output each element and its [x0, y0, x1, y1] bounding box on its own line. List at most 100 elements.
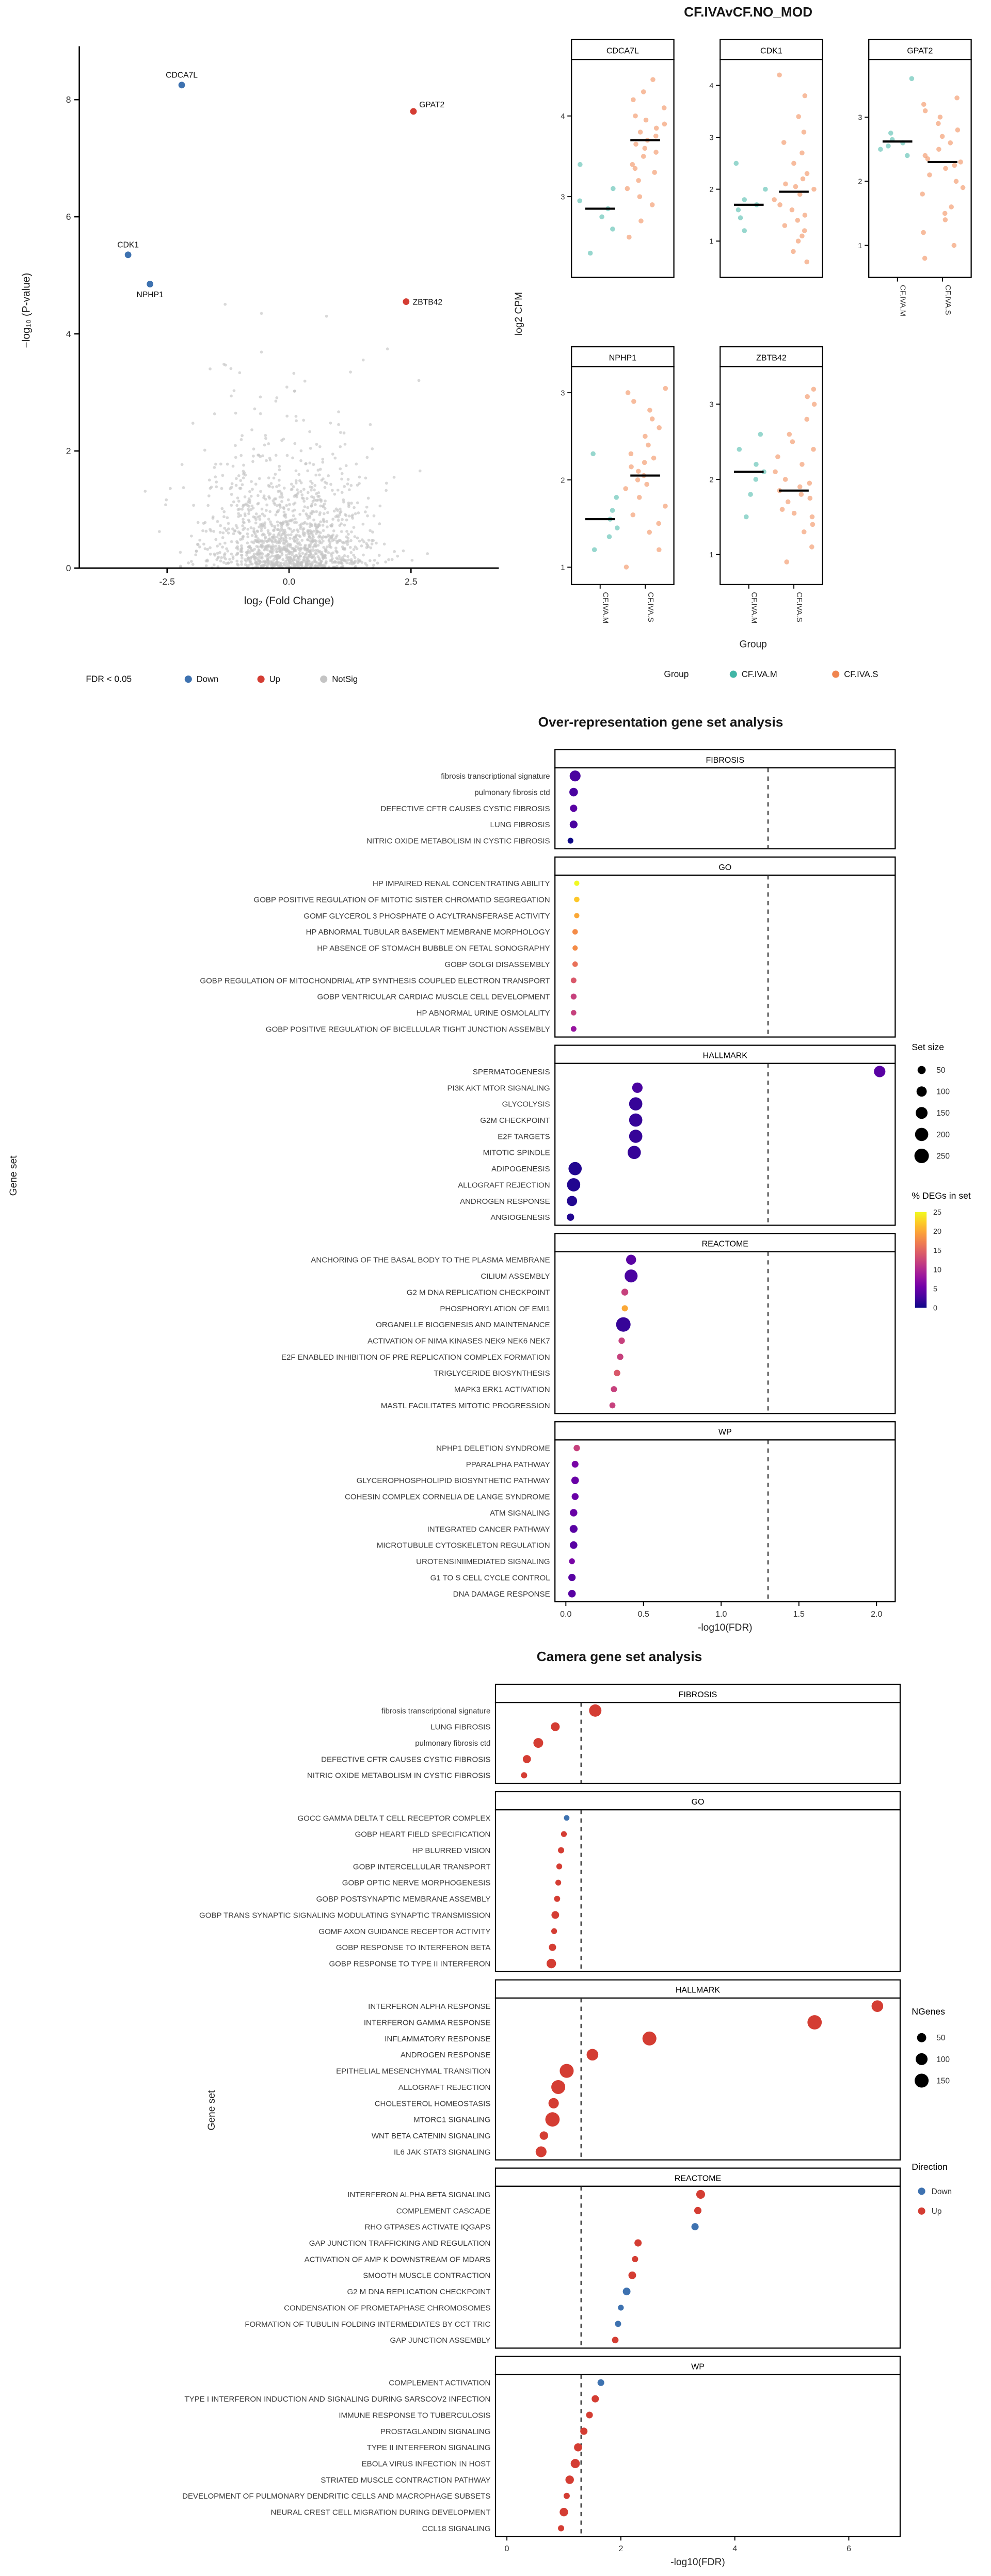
- svg-text:15: 15: [933, 1247, 941, 1255]
- geneset-dot: [560, 2507, 568, 2517]
- geneset-dot: [614, 1370, 620, 1377]
- svg-text:6: 6: [846, 2545, 851, 2553]
- svg-text:G1 TO S CELL CYCLE CONTROL: G1 TO S CELL CYCLE CONTROL: [430, 1573, 550, 1582]
- svg-text:GPAT2: GPAT2: [419, 101, 444, 109]
- geneset-dot: [569, 787, 578, 797]
- svg-text:log₂ (Fold Change): log₂ (Fold Change): [244, 595, 334, 607]
- svg-text:GOCC GAMMA DELTA T CELL RECEPT: GOCC GAMMA DELTA T CELL RECEPTOR COMPLEX: [297, 1814, 490, 1823]
- geneset-dot: [612, 2337, 619, 2344]
- svg-text:ZBTB42: ZBTB42: [413, 298, 442, 307]
- geneset-dot: [567, 838, 573, 844]
- svg-text:CF.IVA.S: CF.IVA.S: [844, 669, 878, 679]
- svg-text:ANDROGEN RESPONSE: ANDROGEN RESPONSE: [401, 2051, 491, 2059]
- svg-text:GOBP HEART FIELD SPECIFICATION: GOBP HEART FIELD SPECIFICATION: [355, 1830, 491, 1839]
- geneset-dot: [539, 2131, 548, 2140]
- legend-dot-Up: [257, 675, 265, 683]
- geneset-dot: [586, 2049, 599, 2061]
- svg-text:CDK1: CDK1: [117, 240, 139, 249]
- geneset-dot: [621, 1289, 629, 1296]
- ora-title: Over-representation gene set analysis: [538, 715, 784, 730]
- svg-text:Group: Group: [664, 669, 689, 679]
- geneset-dot: [570, 2459, 580, 2468]
- svg-text:MAPK3 ERK1 ACTIVATION: MAPK3 ERK1 ACTIVATION: [454, 1386, 550, 1394]
- svg-text:E2F TARGETS: E2F TARGETS: [498, 1132, 550, 1141]
- geneset-dot: [611, 1386, 617, 1393]
- geneset-dot: [563, 2492, 570, 2499]
- svg-text:COMPLEMENT ACTIVATION: COMPLEMENT ACTIVATION: [389, 2379, 490, 2388]
- geneset-dot: [522, 1755, 531, 1763]
- geneset-dot: [570, 1509, 578, 1517]
- geneset-dot: [616, 1317, 631, 1332]
- svg-text:FDR < 0.05: FDR < 0.05: [86, 674, 132, 684]
- legend-dot-Down: [918, 2187, 925, 2195]
- svg-text:CF.IVA.M: CF.IVA.M: [750, 592, 758, 623]
- svg-text:GOBP GOLGI DISASSEMBLY: GOBP GOLGI DISASSEMBLY: [444, 960, 550, 969]
- svg-text:100: 100: [936, 2055, 950, 2064]
- svg-text:GOBP RESPONSE TO TYPE II INTER: GOBP RESPONSE TO TYPE II INTERFERON: [329, 1960, 490, 1969]
- geneset-dot: [629, 1113, 643, 1127]
- svg-text:STRIATED MUSCLE CONTRACTION PA: STRIATED MUSCLE CONTRACTION PATHWAY: [321, 2476, 490, 2485]
- gene-point-CDK1: CDK1: [117, 240, 139, 259]
- svg-text:CHOLESTEROL HOMEOSTASIS: CHOLESTEROL HOMEOSTASIS: [375, 2099, 491, 2108]
- svg-text:ACTIVATION OF AMP K DOWNSTREAM: ACTIVATION OF AMP K DOWNSTREAM OF MDARS: [305, 2255, 491, 2264]
- geneset-dot: [564, 1815, 570, 1821]
- svg-text:log2 CPM: log2 CPM: [514, 292, 524, 335]
- svg-text:GOBP TRANS SYNAPTIC SIGNALING: GOBP TRANS SYNAPTIC SIGNALING MODULATING…: [199, 1911, 490, 1920]
- geneset-dot: [574, 896, 580, 903]
- svg-text:GOBP OPTIC NERVE MORPHOGENESIS: GOBP OPTIC NERVE MORPHOGENESIS: [342, 1879, 491, 1888]
- gene-point-CDCA7L: CDCA7L: [166, 71, 198, 89]
- svg-text:0: 0: [66, 563, 71, 573]
- geneset-dot: [546, 1958, 556, 1969]
- geneset-dot: [558, 2525, 565, 2532]
- geneset-dot: [618, 1337, 625, 1344]
- svg-text:ANGIOGENESIS: ANGIOGENESIS: [490, 1213, 550, 1222]
- geneset-dot: [622, 2288, 631, 2296]
- geneset-dot: [549, 1943, 556, 1951]
- svg-text:G2 M DNA REPLICATION CHECKPOIN: G2 M DNA REPLICATION CHECKPOINT: [407, 1288, 550, 1297]
- geneset-dot: [625, 1269, 638, 1283]
- svg-text:8: 8: [66, 94, 71, 105]
- svg-text:4: 4: [709, 82, 713, 90]
- svg-text:SMOOTH MUSCLE CONTRACTION: SMOOTH MUSCLE CONTRACTION: [363, 2272, 490, 2280]
- svg-text:2: 2: [66, 446, 71, 456]
- svg-text:0.0: 0.0: [283, 576, 296, 587]
- svg-text:RHO GTPASES ACTIVATE IQGAPS: RHO GTPASES ACTIVATE IQGAPS: [365, 2223, 491, 2232]
- svg-text:HP IMPAIRED RENAL CONCENTRATIN: HP IMPAIRED RENAL CONCENTRATING ABILITY: [373, 879, 550, 888]
- svg-text:ORGANELLE BIOGENESIS AND MAINT: ORGANELLE BIOGENESIS AND MAINTENANCE: [376, 1321, 550, 1329]
- svg-text:-2.5: -2.5: [159, 576, 175, 587]
- svg-text:3: 3: [709, 134, 713, 142]
- geneset-dot: [569, 770, 581, 782]
- svg-text:GOMF GLYCEROL 3 PHOSPHATE O AC: GOMF GLYCEROL 3 PHOSPHATE O ACYLTRANSFER…: [303, 912, 550, 921]
- legend-dot-CF.IVA.M: [729, 670, 737, 678]
- svg-text:WP: WP: [691, 2362, 705, 2371]
- svg-text:DNA DAMAGE RESPONSE: DNA DAMAGE RESPONSE: [453, 1590, 550, 1599]
- svg-text:4: 4: [732, 2545, 737, 2553]
- svg-text:CDK1: CDK1: [760, 46, 782, 55]
- svg-text:MITOTIC SPINDLE: MITOTIC SPINDLE: [483, 1149, 550, 1157]
- svg-text:ZBTB42: ZBTB42: [756, 354, 787, 363]
- svg-text:6: 6: [66, 212, 71, 222]
- svg-text:20: 20: [933, 1228, 941, 1236]
- geneset-dot: [634, 2239, 642, 2247]
- svg-text:MASTL FACILITATES MITOTIC PROG: MASTL FACILITATES MITOTIC PROGRESSION: [381, 1402, 550, 1410]
- camera-title: Camera gene set analysis: [536, 1649, 702, 1665]
- geneset-dot: [628, 2271, 636, 2279]
- svg-text:REACTOME: REACTOME: [702, 1239, 748, 1248]
- svg-text:FIBROSIS: FIBROSIS: [706, 756, 744, 765]
- geneset-dot: [568, 1573, 576, 1582]
- svg-text:INFLAMMATORY RESPONSE: INFLAMMATORY RESPONSE: [385, 2035, 490, 2043]
- svg-text:HP BLURRED VISION: HP BLURRED VISION: [412, 1846, 491, 1855]
- svg-text:EPITHELIAL MESENCHYMAL TRANSIT: EPITHELIAL MESENCHYMAL TRANSITION: [336, 2067, 490, 2076]
- svg-text:WP: WP: [718, 1428, 732, 1437]
- geneset-dot: [574, 913, 580, 919]
- geneset-dot: [632, 1082, 643, 1093]
